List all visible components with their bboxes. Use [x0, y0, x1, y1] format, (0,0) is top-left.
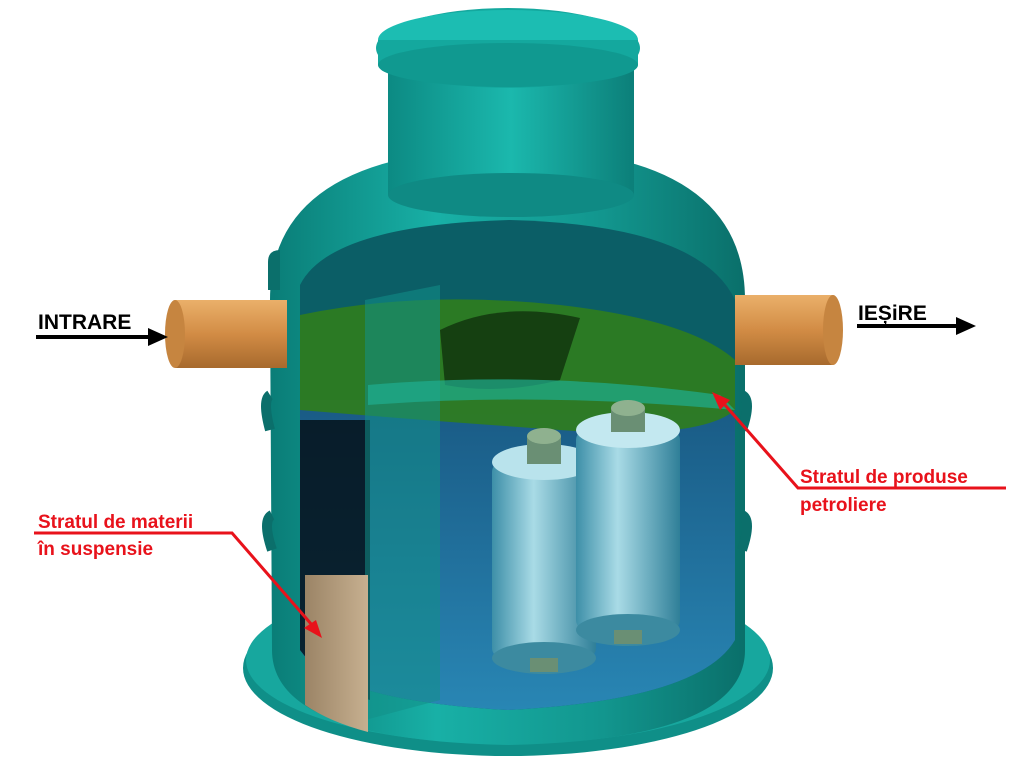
outlet-arrow: [857, 317, 976, 335]
filter-cylinder-left: [492, 428, 596, 674]
sediment-layer: [305, 575, 368, 732]
sediment-layer-label-line2: în suspensie: [38, 539, 154, 560]
outlet-label: IEȘiRE: [858, 302, 927, 325]
outlet-pipe: [735, 295, 843, 365]
filter-cylinders: [492, 400, 680, 674]
oil-layer-pointer: [712, 392, 1006, 490]
inspection-neck: [376, 8, 640, 217]
sediment-layer-pointer: [34, 531, 322, 638]
inlet-arrow: [36, 328, 168, 346]
oil-layer-label-line2: petroliere: [800, 495, 887, 516]
oil-layer-label-line1: Stratul de produse: [800, 467, 968, 488]
sediment-layer-label-line1: Stratul de materii: [38, 512, 194, 533]
inlet-label: INTRARE: [38, 311, 132, 334]
filter-cylinder-right: [576, 400, 680, 646]
inlet-pipe: [165, 300, 287, 368]
